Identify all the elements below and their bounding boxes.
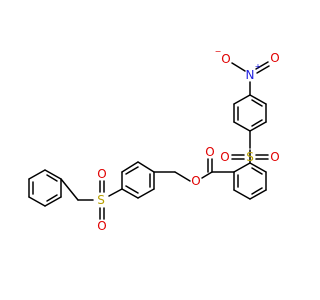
atom-oxygen-carbonyl: O <box>205 145 214 159</box>
nitro-group <box>231 61 270 96</box>
molecule-canvas: S O O O O S O O N + O − O <box>28 47 280 233</box>
atom-oxygen-top-right: O <box>270 150 279 164</box>
atom-oxygen-ester: O <box>191 174 200 188</box>
sulfonyl-group-top <box>231 130 269 164</box>
bond-benzyl-ch2 <box>60 178 79 201</box>
phenyl-ring-benzyl <box>28 169 62 207</box>
atom-oxygen-bottom-bottom: O <box>97 219 106 233</box>
benzene-ring-middle <box>121 161 155 199</box>
atom-oxygen-top-left: O <box>220 150 229 164</box>
benzoate-ring <box>233 162 267 200</box>
atom-oxygen-nitro-left: O <box>221 52 230 66</box>
charge-nitrogen: + <box>255 62 262 71</box>
nitrophenyl-ring <box>233 94 267 132</box>
atom-sulfur-top: S <box>246 150 254 164</box>
bond-ch2-oxygen <box>174 171 191 182</box>
structure-diagram: S O O O O S O O N + O − O <box>28 47 280 233</box>
atom-oxygen-bottom-top: O <box>97 167 106 181</box>
charge-oxygen-nitro: − <box>215 47 222 56</box>
sulfonyl-group-bottom <box>99 180 123 220</box>
ester-carbonyl <box>201 158 235 179</box>
atom-nitrogen-nitro: N <box>246 68 255 82</box>
atom-oxygen-nitro-right: O <box>270 51 279 65</box>
atom-sulfur-bottom: S <box>97 193 105 207</box>
